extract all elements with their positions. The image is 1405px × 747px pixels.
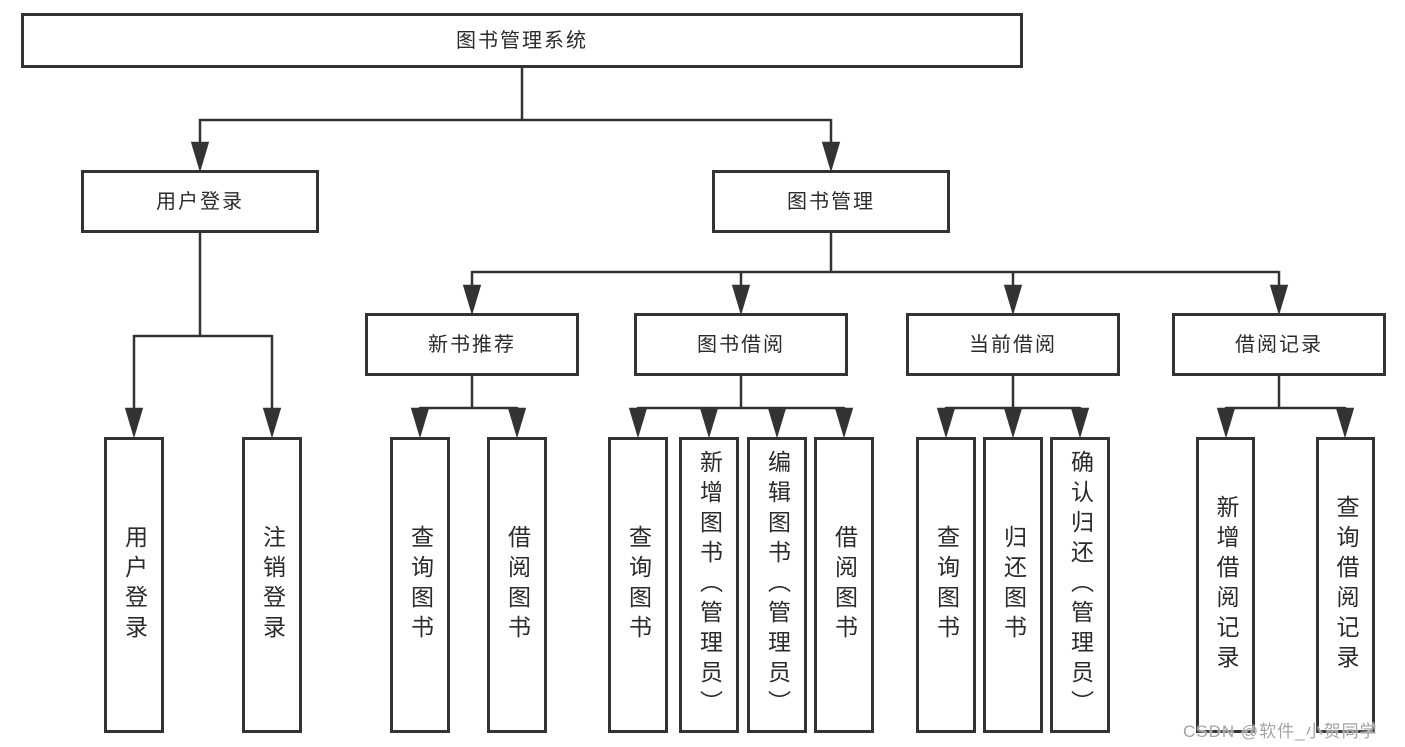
connector-book-management-to-level3	[462, 233, 1289, 316]
leaf-logout: 注销登录	[242, 437, 302, 733]
node-root-label: 图书管理系统	[456, 29, 588, 52]
leaf-query-borrow-record-label: 查询借阅记录	[1333, 495, 1359, 675]
node-new-book-recommendation-label: 新书推荐	[428, 333, 516, 356]
leaf-query-books-3-label: 查询图书	[933, 525, 960, 645]
leaf-add-books-admin-label: 新增图书（管理员）	[696, 450, 723, 720]
connector-borrow-record-to-leaves	[1216, 376, 1355, 439]
node-borrowing-records-label: 借阅记录	[1235, 333, 1323, 356]
leaf-borrow-books-2-label: 借阅图书	[831, 525, 858, 645]
leaf-edit-books-admin: 编辑图书（管理员）	[747, 437, 807, 733]
leaf-return-books: 归还图书	[983, 437, 1043, 733]
node-user-login-label: 用户登录	[156, 190, 244, 213]
connector-current-borrow-to-leaves	[936, 376, 1090, 439]
leaf-query-books-1-label: 查询图书	[407, 525, 434, 645]
csdn-watermark: CSDN @软件_小贺同学	[1183, 722, 1378, 741]
arrowhead	[124, 407, 144, 439]
leaf-add-books-admin: 新增图书（管理员）	[679, 437, 739, 733]
arrowhead	[936, 407, 956, 439]
leaf-edit-books-admin-label: 编辑图书（管理员）	[764, 450, 791, 720]
node-root: 图书管理系统	[21, 13, 1023, 68]
leaf-query-books-1: 查询图书	[390, 437, 450, 733]
node-current-borrowing: 当前借阅	[906, 313, 1120, 376]
connector-user-login-to-leaves	[124, 233, 282, 439]
leaf-user-login: 用户登录	[104, 437, 164, 733]
leaf-confirm-return-admin: 确认归还（管理员）	[1050, 437, 1110, 733]
arrowhead	[1269, 284, 1289, 316]
connector-new-book-rec-to-leaves	[410, 376, 527, 439]
arrowhead	[731, 284, 751, 316]
arrowhead	[262, 407, 282, 439]
node-user-login: 用户登录	[81, 170, 319, 233]
arrowhead	[462, 284, 482, 316]
leaf-borrow-books-1: 借阅图书	[487, 437, 547, 733]
arrowhead	[410, 407, 430, 439]
arrowhead	[628, 407, 648, 439]
arrowhead	[1003, 284, 1023, 316]
node-book-borrowing-label: 图书借阅	[697, 333, 785, 356]
leaf-add-borrow-record-label: 新增借阅记录	[1213, 495, 1239, 675]
leaf-query-books-3: 查询图书	[916, 437, 976, 733]
arrowhead	[834, 407, 854, 439]
leaf-return-books-label: 归还图书	[1000, 525, 1027, 645]
leaf-borrow-books-1-label: 借阅图书	[504, 525, 531, 645]
arrowhead	[1335, 407, 1355, 439]
arrowhead	[1070, 407, 1090, 439]
arrowhead	[190, 141, 210, 173]
leaf-query-books-2-label: 查询图书	[625, 525, 652, 645]
node-book-management-label: 图书管理	[787, 190, 875, 213]
arrowhead	[1216, 407, 1236, 439]
arrowhead	[699, 407, 719, 439]
connector-book-borrow-to-leaves	[628, 376, 854, 439]
arrowhead	[821, 141, 841, 173]
arrowhead	[767, 407, 787, 439]
leaf-query-borrow-record: 查询借阅记录	[1316, 437, 1375, 733]
leaf-user-login-label: 用户登录	[121, 525, 148, 645]
node-book-borrowing: 图书借阅	[634, 313, 848, 376]
arrowhead	[507, 407, 527, 439]
connector-root-to-level2	[190, 68, 841, 173]
leaf-logout-label: 注销登录	[259, 525, 286, 645]
node-book-management: 图书管理	[712, 170, 950, 233]
leaf-borrow-books-2: 借阅图书	[814, 437, 874, 733]
node-borrowing-records: 借阅记录	[1172, 313, 1386, 376]
node-new-book-recommendation: 新书推荐	[365, 313, 579, 376]
leaf-add-borrow-record: 新增借阅记录	[1196, 437, 1255, 733]
node-current-borrowing-label: 当前借阅	[969, 333, 1057, 356]
leaf-query-books-2: 查询图书	[608, 437, 668, 733]
arrowhead	[1003, 407, 1023, 439]
leaf-confirm-return-admin-label: 确认归还（管理员）	[1067, 450, 1094, 720]
